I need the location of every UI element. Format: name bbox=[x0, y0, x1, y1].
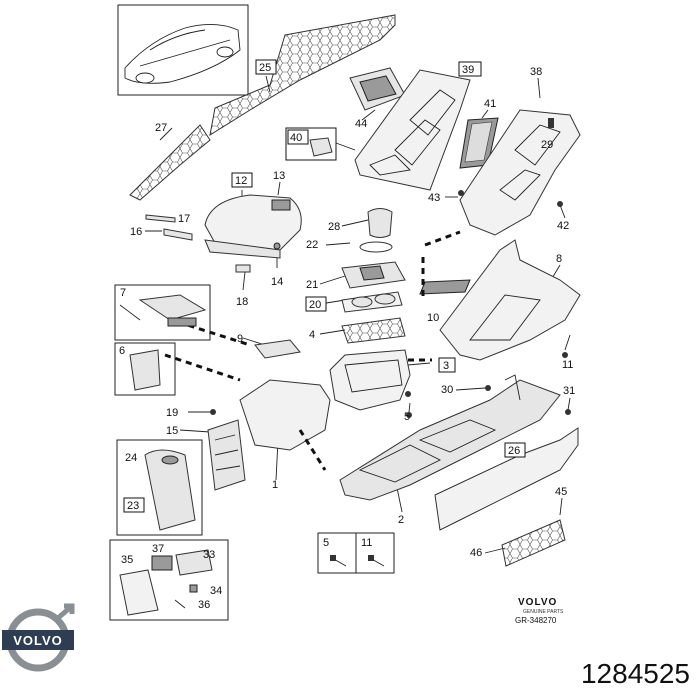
part-10-pad bbox=[419, 279, 471, 295]
fastener-callout-11: 11 bbox=[361, 537, 372, 549]
callout-31: 31 bbox=[563, 385, 575, 397]
boxed-callouts: 25 39 40 12 20 3 26 23 bbox=[123, 59, 526, 513]
volvo-emblem-logo: VOLVO bbox=[2, 603, 75, 672]
callout-20: 20 bbox=[309, 299, 321, 311]
callout-41: 41 bbox=[484, 98, 496, 110]
part-2-base-frame bbox=[339, 374, 561, 501]
screws bbox=[210, 190, 571, 418]
callout-22: 22 bbox=[306, 239, 318, 251]
part-8-side-panel bbox=[439, 239, 581, 361]
diagram-reference: GR-348270 bbox=[515, 616, 557, 625]
part-1-side-wall bbox=[239, 379, 331, 451]
part-41-insert bbox=[459, 117, 499, 169]
callout-13: 13 bbox=[273, 170, 285, 182]
callout-44: 44 bbox=[355, 118, 367, 130]
fastener-box-11 bbox=[355, 532, 395, 574]
callout-11: 11 bbox=[562, 359, 573, 371]
callout-23: 23 bbox=[127, 500, 139, 512]
callout-26: 26 bbox=[508, 445, 520, 457]
callout-12: 12 bbox=[235, 175, 247, 187]
callout-1: 1 bbox=[272, 479, 278, 491]
cup-holder-stack bbox=[341, 208, 406, 344]
box-part-6 bbox=[114, 342, 176, 396]
brand-sub: GENUINE PARTS bbox=[523, 609, 564, 615]
callout-29: 29 bbox=[541, 139, 553, 151]
callout-27: 27 bbox=[155, 122, 167, 134]
callout-30: 30 bbox=[441, 384, 453, 396]
car-overview-thumbnail bbox=[117, 4, 249, 96]
part-3-console-body bbox=[329, 349, 411, 411]
part-44-switch-panel bbox=[349, 67, 406, 111]
callout-6: 6 bbox=[119, 345, 125, 357]
callout-4: 4 bbox=[309, 329, 315, 341]
part-number: 1284525 bbox=[580, 658, 690, 689]
callout-3: 3 bbox=[443, 360, 449, 372]
callout-36: 36 bbox=[198, 599, 210, 611]
emblem-text: VOLVO bbox=[13, 633, 63, 648]
part-39-console-top-panel bbox=[354, 69, 471, 191]
callout-45: 45 bbox=[555, 486, 567, 498]
callout-24: 24 bbox=[125, 452, 137, 464]
callout-39: 39 bbox=[462, 64, 474, 76]
part-12-armrest bbox=[204, 194, 302, 259]
callout-10: 10 bbox=[427, 312, 439, 324]
callout-19: 19 bbox=[166, 407, 178, 419]
callout-5: 5 bbox=[404, 411, 410, 423]
trim-panel-lower bbox=[129, 124, 211, 201]
part-26-lower-panel bbox=[434, 427, 579, 531]
callout-15: 15 bbox=[166, 425, 178, 437]
callout-16: 16 bbox=[130, 226, 142, 238]
callout-8: 8 bbox=[556, 253, 562, 265]
brand-name: VOLVO bbox=[518, 597, 557, 608]
callout-46: 46 bbox=[470, 547, 482, 559]
box-part-33-37 bbox=[109, 539, 229, 621]
callout-34: 34 bbox=[210, 585, 222, 597]
callout-25: 25 bbox=[259, 62, 271, 74]
volvo-parts-brand-block: VOLVO GENUINE PARTS GR-348270 bbox=[515, 597, 564, 625]
callout-2: 2 bbox=[398, 514, 404, 526]
callout-9: 9 bbox=[237, 333, 243, 345]
plain-callouts: 27 38 41 44 29 13 43 42 17 16 28 22 14 2… bbox=[119, 66, 575, 611]
callout-18: 18 bbox=[236, 296, 248, 308]
callout-37: 37 bbox=[152, 543, 164, 555]
callout-40: 40 bbox=[290, 132, 302, 144]
callout-42: 42 bbox=[557, 220, 569, 232]
fastener-callout-5: 5 bbox=[323, 537, 329, 549]
callout-21: 21 bbox=[306, 279, 318, 291]
callout-28: 28 bbox=[328, 221, 340, 233]
pins-16-17-18 bbox=[145, 214, 281, 273]
part-9-tray bbox=[254, 339, 301, 359]
callout-7: 7 bbox=[120, 287, 126, 299]
trim-panel-upper bbox=[209, 14, 396, 137]
callout-33: 33 bbox=[203, 549, 215, 561]
callout-38: 38 bbox=[530, 66, 542, 78]
part-15-bracket bbox=[207, 419, 246, 491]
part-38-rear-console bbox=[459, 109, 581, 236]
callout-35: 35 bbox=[121, 554, 133, 566]
box-part-7 bbox=[114, 284, 211, 341]
box-part-23-24 bbox=[116, 439, 203, 536]
callout-17: 17 bbox=[178, 213, 190, 225]
part-46-mesh-net bbox=[501, 519, 566, 567]
callout-43: 43 bbox=[428, 192, 440, 204]
callout-14: 14 bbox=[271, 276, 283, 288]
